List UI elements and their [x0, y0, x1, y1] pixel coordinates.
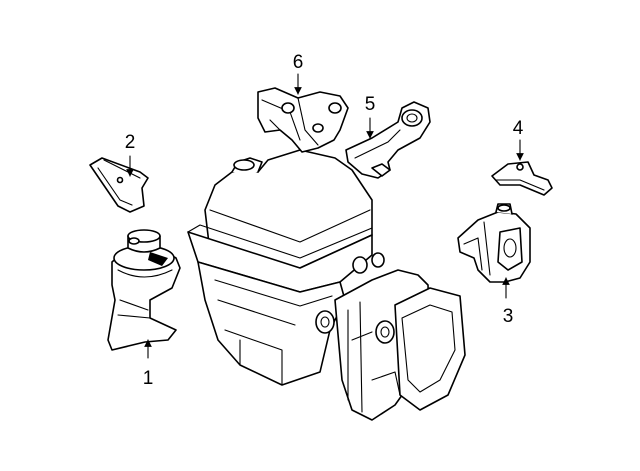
bracket-part-2	[89, 157, 149, 213]
callout-label-3: 3	[503, 306, 514, 327]
callout-label-6: 6	[293, 52, 304, 73]
callout-label-1: 1	[143, 368, 154, 389]
callout-label-5: 5	[365, 94, 376, 115]
bracket-part-6	[257, 87, 349, 153]
bracket-part-4	[491, 161, 553, 196]
callout-label-2: 2	[125, 132, 136, 153]
engine-mount-part-3	[457, 203, 531, 283]
torque-rod-part-5	[345, 101, 431, 179]
transmission-assembly	[187, 149, 466, 421]
engine-mount-part-1	[107, 229, 181, 351]
callout-label-4: 4	[513, 118, 524, 139]
callout-labels: 1 2 3 4 5 6	[125, 52, 524, 389]
callout-arrows	[126, 73, 524, 359]
